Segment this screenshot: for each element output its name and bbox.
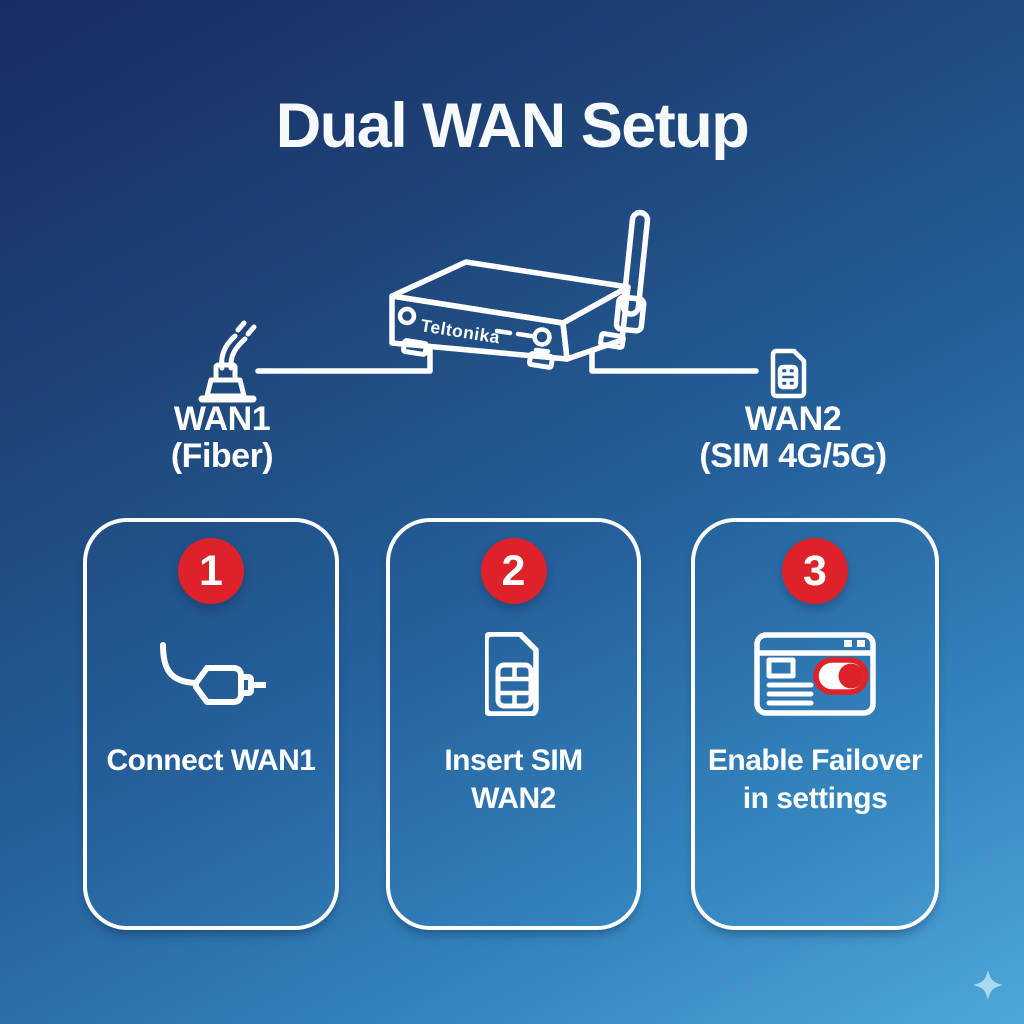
window-control-square: [844, 640, 852, 647]
settings-toggle-icon: [695, 618, 935, 730]
step-1-label: Connect WAN1: [106, 744, 316, 777]
wan1-connector-line: [255, 346, 433, 374]
fiber-connector-icon: [198, 320, 257, 403]
router-front-dashes: [494, 328, 534, 339]
step-1-badge: 1: [178, 538, 244, 604]
wan1-label: WAN1 (Fiber): [112, 401, 332, 475]
step-3-label: Enable Failover in settings: [707, 744, 923, 815]
router-port-slot: [533, 347, 551, 354]
router-top-face: [389, 259, 631, 326]
router-illustration: [389, 209, 651, 370]
router-port-icon: [532, 327, 552, 347]
router-foot: [400, 338, 429, 357]
cable-plug-icon: [87, 618, 335, 730]
step-card-3: 3 Enable Failover in settings: [691, 518, 939, 930]
step-3-badge: 3: [782, 538, 848, 604]
page-title: Dual WAN Setup: [275, 91, 750, 161]
sparkle-icon: [973, 970, 1003, 1000]
router-logo-circle-icon: [397, 306, 417, 326]
step-card-1: 1 Connect WAN1: [83, 518, 339, 930]
failover-toggle-knob: [838, 663, 864, 689]
wan2-label: WAN2 (SIM 4G/5G): [668, 401, 918, 475]
sim-card-icon: [390, 618, 637, 730]
step-2-label: Insert SIM WAN2: [444, 744, 583, 815]
router-foot: [526, 351, 555, 370]
wan2-sublabel: (SIM 4G/5G): [699, 437, 887, 475]
wan1-name: WAN1: [173, 400, 271, 438]
sim-card-icon: [770, 348, 807, 399]
router-brand-label: Teltonika: [419, 315, 501, 347]
router-right-face: [560, 284, 631, 362]
wan2-name: WAN2: [744, 400, 842, 438]
window-control-square: [857, 640, 865, 647]
wan1-sublabel: (Fiber): [170, 437, 274, 475]
step-card-2: 2 Insert SIM WAN2: [386, 518, 641, 930]
step-2-badge: 2: [480, 538, 547, 604]
router-foot: [597, 331, 626, 350]
router-antenna-icon: [613, 209, 651, 334]
router-front-face: [389, 293, 570, 362]
wan2-connector-line: [589, 349, 759, 374]
